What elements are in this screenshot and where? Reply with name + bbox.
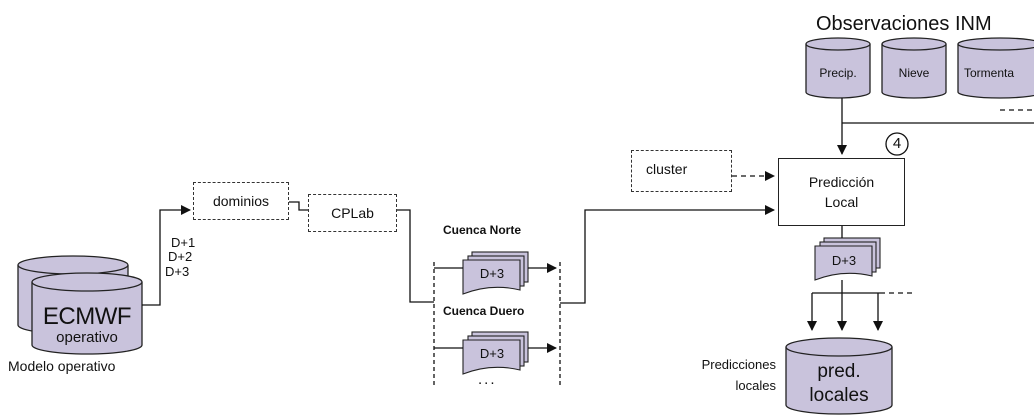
cuenca-norte-label: Cuenca Norte <box>443 223 522 237</box>
obs-label-precip: Precip. <box>819 66 857 80</box>
connector-lines <box>142 98 1034 388</box>
doc-stack-icon-duero <box>462 331 529 375</box>
step-circle <box>885 132 909 156</box>
obs-label-tormenta: Tormenta <box>964 66 1015 80</box>
obs-label-nieve: Nieve <box>898 66 930 80</box>
day-label-1: D+1 <box>171 235 196 250</box>
ecmwf-label: ECMWF <box>42 303 132 330</box>
prediccion-label-line2: Local <box>824 194 859 210</box>
ecmwf-database-icon <box>17 255 143 355</box>
prediccion-local-box: Predicción Local <box>778 158 905 226</box>
step-number: 4 <box>892 135 902 152</box>
ellipsis: ... <box>478 371 497 388</box>
cluster-box: cluster <box>631 150 732 192</box>
cuenca-duero-doc-label: D+3 <box>479 346 505 361</box>
dominios-box: dominios <box>193 182 289 220</box>
cuenca-norte-doc-label: D+3 <box>479 266 505 281</box>
day-label-2: D+2 <box>168 249 193 264</box>
predicciones-caption-line2: locales <box>735 378 776 393</box>
page-title: Observaciones INM <box>816 13 992 35</box>
pred-locales-database-icon <box>785 337 893 415</box>
predicciones-caption-line1: Predicciones <box>701 357 776 372</box>
day-label-3: D+3 <box>165 264 190 279</box>
ecmwf-sublabel: operativo <box>56 329 118 346</box>
dominios-label: dominios <box>212 193 270 209</box>
ecmwf-caption: Modelo operativo <box>8 358 116 374</box>
output-doc-label: D+3 <box>831 253 857 268</box>
cluster-label: cluster <box>646 161 688 177</box>
doc-stack-icon-norte <box>462 251 529 295</box>
pred-db-label-line2: locales <box>809 385 869 406</box>
cplab-box: CPLab <box>308 194 397 232</box>
prediccion-label-line1: Predicción <box>808 173 875 190</box>
pred-db-label-line1: pred. <box>817 361 861 382</box>
doc-stack-icon-output <box>814 237 881 281</box>
obs-database-icons <box>805 37 1034 99</box>
cplab-label: CPLab <box>331 205 374 221</box>
cuenca-duero-label: Cuenca Duero <box>443 304 525 318</box>
